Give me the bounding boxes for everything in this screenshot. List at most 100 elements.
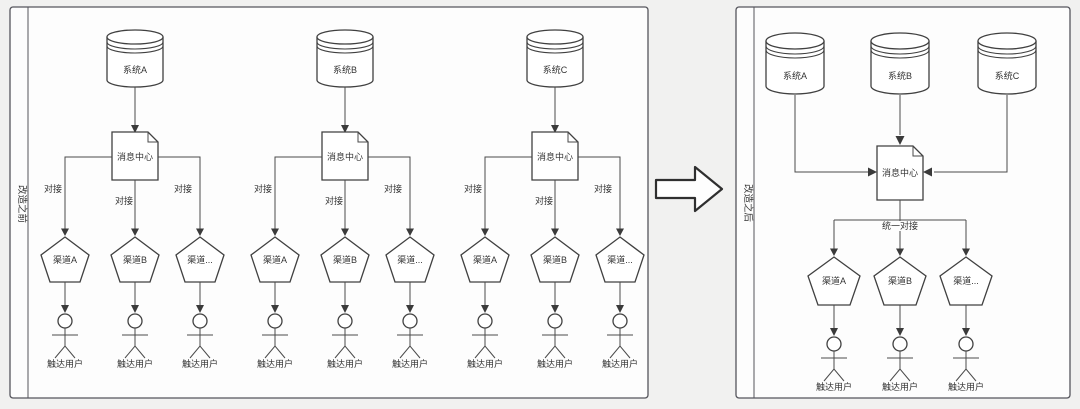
message-center-doc xyxy=(321,131,369,181)
doc-fold-corner xyxy=(147,132,158,143)
link-label: 对接 xyxy=(535,195,553,206)
channel-column: 对接 渠道B 触达用户 xyxy=(530,195,580,369)
arrowhead-down-icon xyxy=(896,328,904,336)
actor-head xyxy=(958,336,974,352)
branch-connectors xyxy=(484,156,621,230)
connector-line xyxy=(794,95,868,173)
link-label: 对接 xyxy=(464,183,482,194)
link-label: 对接 xyxy=(174,183,192,194)
user-label: 触达用户 xyxy=(327,358,363,369)
channel-column: 对接 渠道B 触达用户 xyxy=(320,195,370,369)
branch-connectors xyxy=(64,156,201,230)
arrowhead-down-icon xyxy=(196,305,204,313)
actor-head xyxy=(267,313,283,329)
arrowhead-down-icon xyxy=(406,305,414,313)
actor-body xyxy=(397,328,423,359)
link-label: 对接 xyxy=(325,195,343,206)
actor-head xyxy=(477,313,493,329)
actor-head xyxy=(892,336,908,352)
user-label: 触达用户 xyxy=(117,358,153,369)
doc-fold-corner xyxy=(567,132,578,143)
link-label: 对接 xyxy=(44,183,62,194)
right-system-a: 系统A xyxy=(765,32,825,95)
database-cylinder-top xyxy=(106,29,164,45)
actor-body xyxy=(187,328,213,359)
left-panel-border xyxy=(9,6,649,399)
actor-body xyxy=(953,351,979,382)
system-label: 系统C xyxy=(543,64,568,75)
right-system-b: 系统B xyxy=(870,32,930,95)
database-cylinder-body xyxy=(765,41,825,95)
arrowhead-down-icon xyxy=(481,228,624,236)
channel-column: 对接 渠道... 触达用户 xyxy=(384,183,435,369)
arrowhead-down-icon xyxy=(61,228,204,236)
link-label: 对接 xyxy=(254,183,272,194)
actor-body xyxy=(52,328,78,359)
actor-body xyxy=(887,351,913,382)
database-cylinder-rims xyxy=(765,45,825,59)
channel-label: 渠道B xyxy=(888,275,912,286)
link-label: 对接 xyxy=(594,183,612,194)
user-label: 触达用户 xyxy=(392,358,428,369)
link-label: 对接 xyxy=(384,183,402,194)
channel-column: 对接 渠道A 触达用户 xyxy=(40,183,90,369)
arrowhead-down-icon xyxy=(61,305,69,313)
arrowhead-down-icon xyxy=(551,305,559,313)
link-label: 对接 xyxy=(115,195,133,206)
system-label: 系统C xyxy=(995,70,1020,81)
database-cylinder-top xyxy=(526,29,584,45)
system-label: 系统B xyxy=(333,64,357,75)
arrowhead-down-icon xyxy=(616,305,624,313)
channel-column: 渠道A 触达用户 xyxy=(807,256,861,392)
message-center-label: 消息中心 xyxy=(882,167,918,178)
doc-fold-corner xyxy=(912,146,923,157)
message-center-doc xyxy=(876,145,924,201)
user-label: 触达用户 xyxy=(182,358,218,369)
channel-label: 渠道A xyxy=(53,254,77,265)
database-cylinder-top xyxy=(765,32,825,50)
user-label: 触达用户 xyxy=(537,358,573,369)
channel-label: 渠道... xyxy=(953,275,979,286)
doc-fold-corner xyxy=(357,132,368,143)
database-cylinder-rims xyxy=(106,41,164,54)
channel-label: 渠道A xyxy=(473,254,497,265)
right-system-c: 系统C xyxy=(977,32,1037,95)
actor-head xyxy=(547,313,563,329)
message-center-label: 消息中心 xyxy=(537,151,573,162)
message-center-doc xyxy=(531,131,579,181)
database-cylinder-top xyxy=(870,32,930,50)
channel-label: 渠道A xyxy=(822,275,846,286)
channel-label: 渠道... xyxy=(397,254,423,265)
channel-label: 渠道A xyxy=(263,254,287,265)
channel-column: 渠道B 触达用户 xyxy=(873,256,927,392)
arrowhead-down-icon xyxy=(341,125,349,133)
arrowhead-down-icon xyxy=(271,305,279,313)
message-center-doc xyxy=(111,131,159,181)
left-panel: 改造之前 系统A 消息中心 对接 渠道A 触达用户 xyxy=(9,6,649,399)
user-label: 触达用户 xyxy=(816,381,852,392)
channel-label: 渠道B xyxy=(543,254,567,265)
system-label: 系统B xyxy=(888,70,912,81)
connector-line xyxy=(934,95,1008,173)
channel-column: 对接 渠道A 触达用户 xyxy=(250,183,300,369)
user-label: 触达用户 xyxy=(882,381,918,392)
actor-body xyxy=(332,328,358,359)
message-center-label: 消息中心 xyxy=(327,151,363,162)
arrowhead-down-icon xyxy=(131,305,139,313)
arrowhead-down-icon xyxy=(271,228,414,236)
left-group-system-c: 系统C 消息中心 对接 渠道A 触达用户 对接 渠道B xyxy=(460,29,645,369)
user-label: 触达用户 xyxy=(47,358,83,369)
actor-head xyxy=(57,313,73,329)
arrowhead-left-icon xyxy=(923,167,932,177)
system-label: 系统A xyxy=(783,70,807,81)
right-panel: 改造之后 系统A 系统B 系统C 消息中心 xyxy=(735,6,1071,399)
channel-label: 渠道B xyxy=(123,254,147,265)
branch-connectors xyxy=(274,156,411,230)
user-label: 触达用户 xyxy=(467,358,503,369)
system-label: 系统A xyxy=(123,64,147,75)
database-cylinder-rims xyxy=(870,45,930,59)
channel-column: 渠道... 触达用户 xyxy=(939,256,993,392)
actor-body xyxy=(262,328,288,359)
